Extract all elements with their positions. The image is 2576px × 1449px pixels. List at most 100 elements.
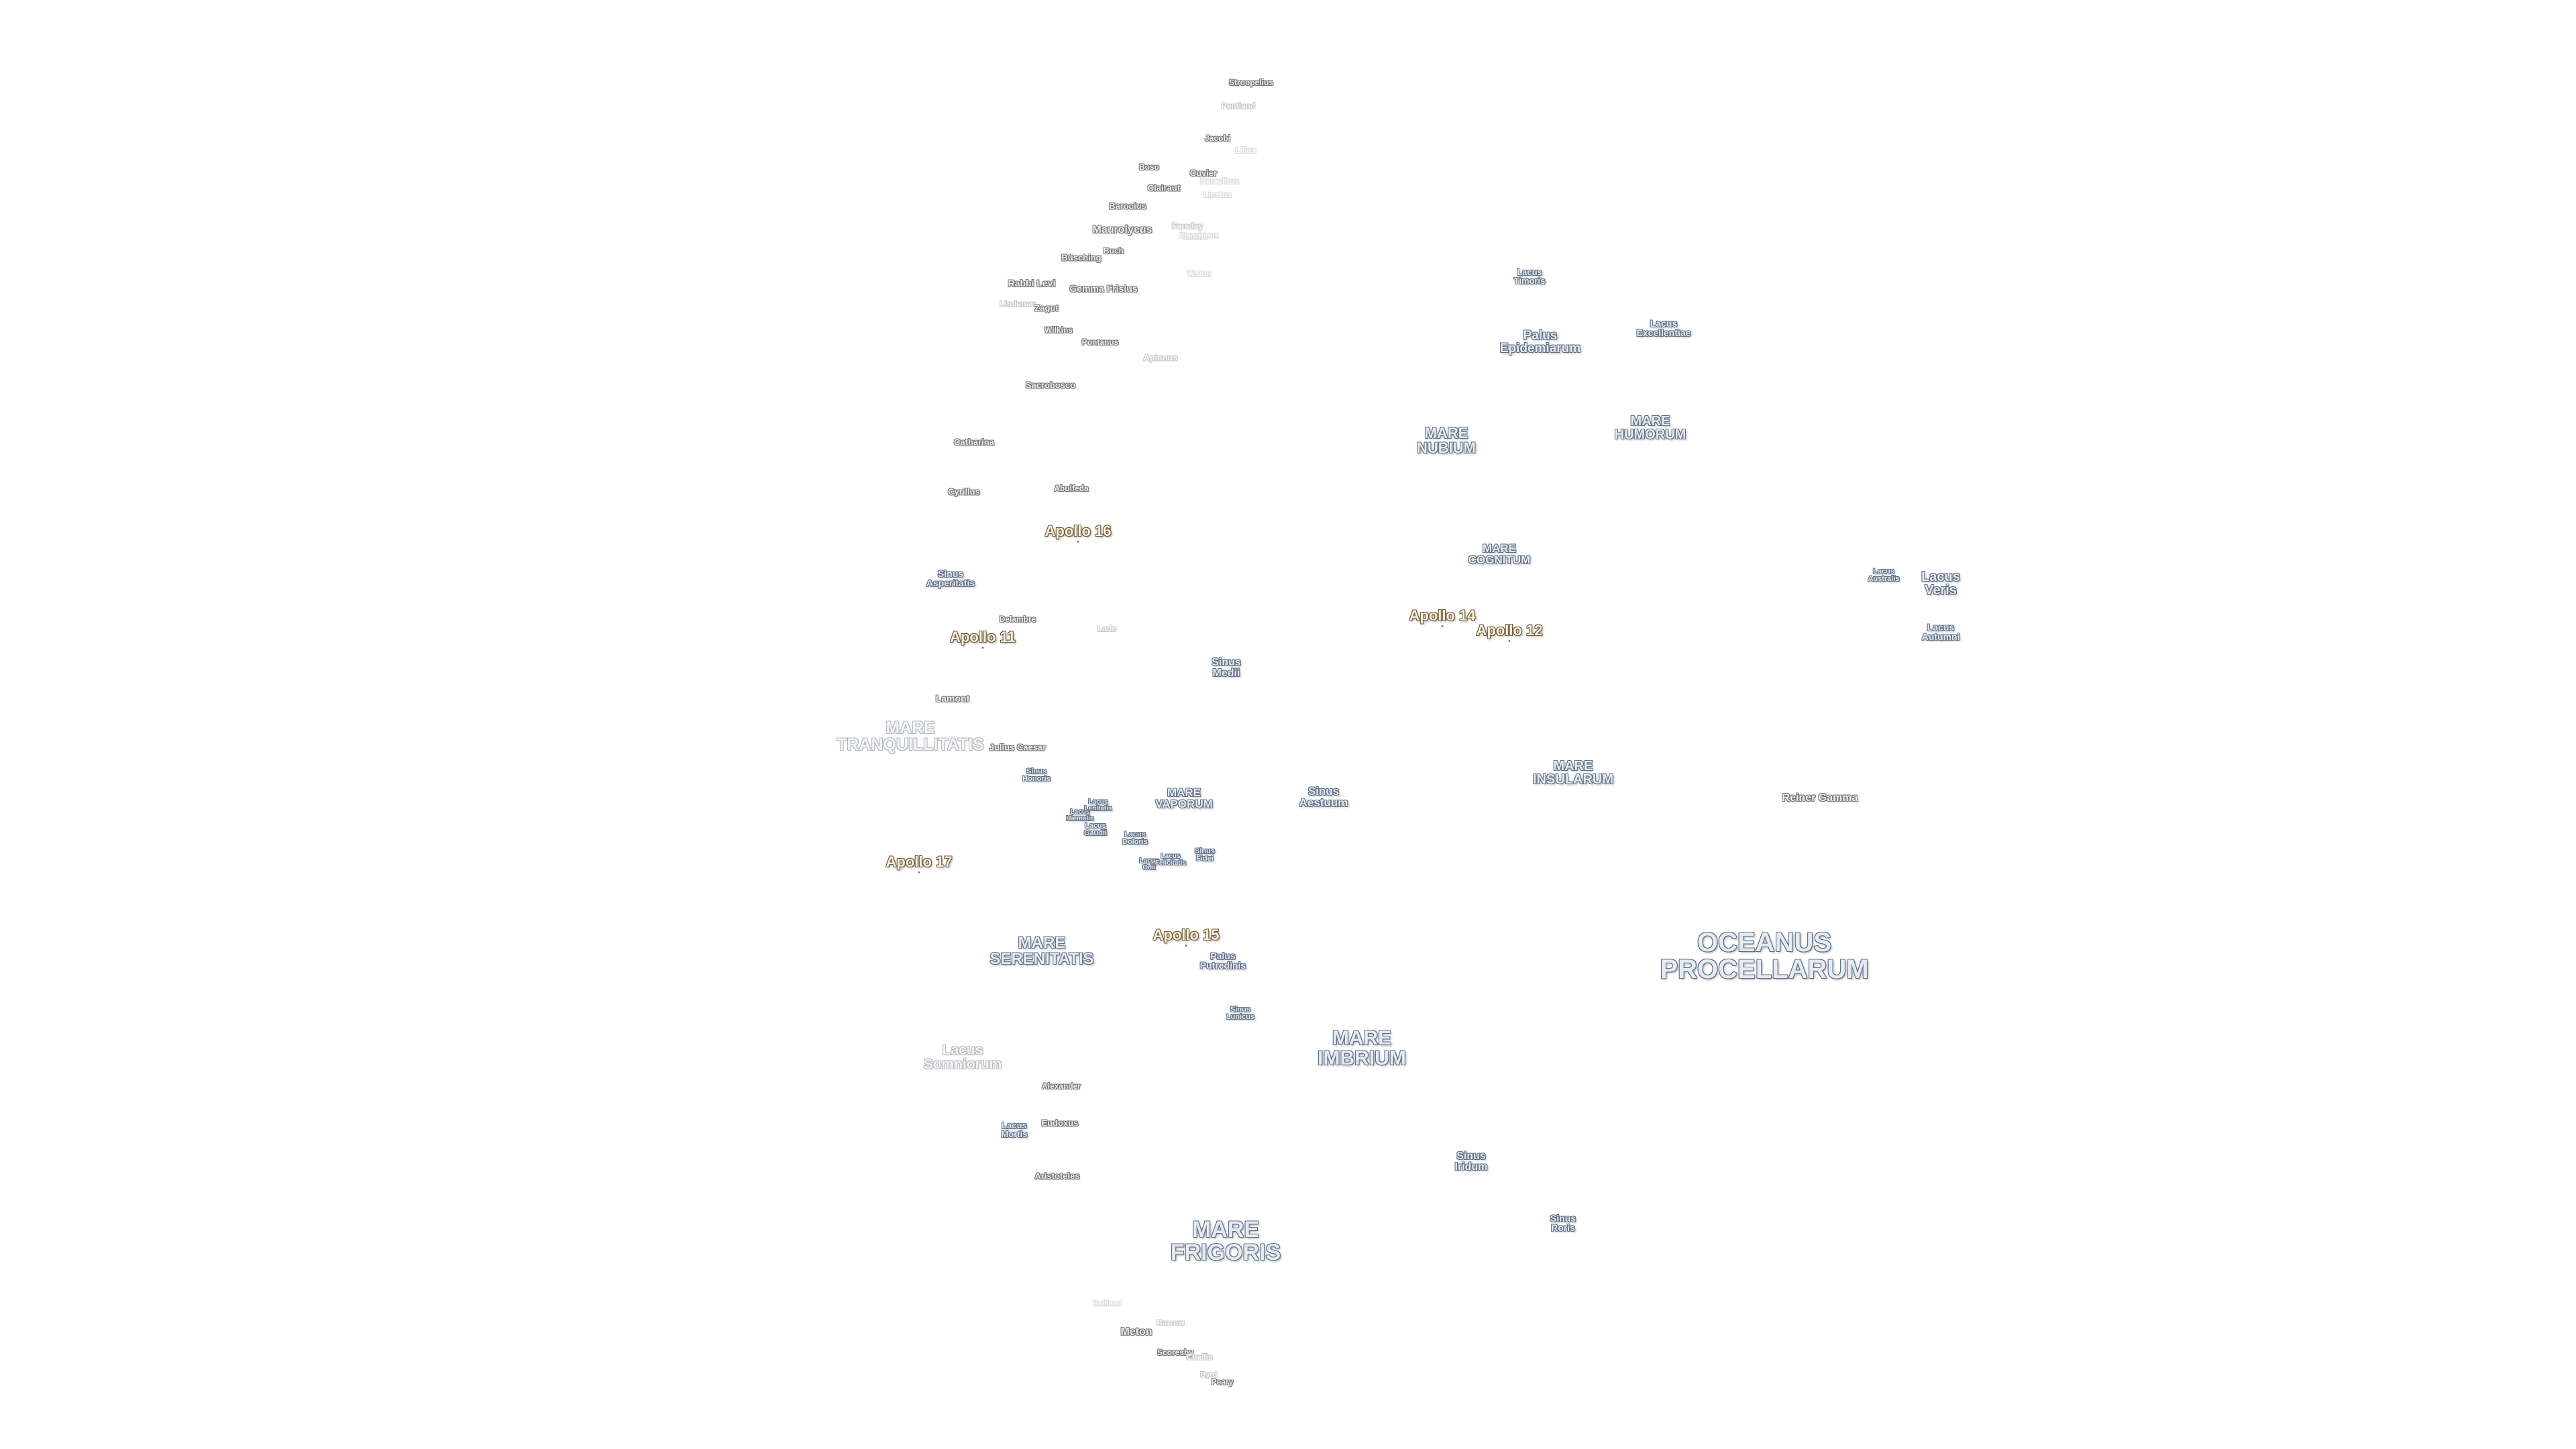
crater-label-pontanus[interactable]: Pontanus <box>1081 337 1119 347</box>
crater-label-gemma-frisius[interactable]: Gemma Frisius <box>1069 283 1138 294</box>
apollo-site-apollo-17[interactable]: Apollo 17 <box>885 853 953 870</box>
crater-label-jacobi[interactable]: Jacobi <box>1204 133 1231 143</box>
mare-label-line: Sinus <box>1550 1213 1576 1224</box>
crater-label-cuvier[interactable]: Cuvier <box>1189 168 1218 178</box>
apollo-site-apollo-14[interactable]: Apollo 14 <box>1409 607 1476 624</box>
crater-label-pentland[interactable]: Pentland <box>1221 101 1256 111</box>
crater-label-lade[interactable]: Lade <box>1097 624 1117 633</box>
crater-label-barrow[interactable]: Barrow <box>1157 1318 1185 1328</box>
apollo-site-apollo-15[interactable]: Apollo 15 <box>1152 926 1220 943</box>
apollo-site-apollo-12[interactable]: Apollo 12 <box>1476 622 1543 639</box>
crater-label-scoresby[interactable]: Scoresby <box>1157 1348 1194 1357</box>
crater-label-meton[interactable]: Meton <box>1120 1326 1152 1338</box>
crater-label-byrd[interactable]: Byrd <box>1200 1371 1218 1379</box>
crater-label-sacrobosco[interactable]: Sacrobosco <box>1025 380 1076 390</box>
crater-label-cyrillus[interactable]: Cyrillus <box>948 486 980 497</box>
crater-label-stroopelius[interactable]: Stroopelius <box>1228 78 1274 87</box>
crater-label-blanchinus[interactable]: Blanchinus <box>1179 231 1219 240</box>
crater-label-boso[interactable]: Boso <box>1139 162 1159 172</box>
mare-label-line: Asperitatis <box>926 578 975 588</box>
landing-site-marker-icon[interactable] <box>981 647 984 649</box>
crater-label-lindenau[interactable]: Lindenau <box>1000 299 1036 309</box>
crater-label-rabbi-levi[interactable]: Rabbi Levi <box>1008 278 1056 288</box>
apollo-site-apollo-11[interactable]: Apollo 11 <box>950 629 1016 645</box>
crater-label-baillaud[interactable]: Baillaud <box>1093 1299 1122 1308</box>
apollo-site-apollo-16[interactable]: Apollo 16 <box>1044 523 1112 539</box>
mare-label-line: MARE <box>1191 1217 1260 1242</box>
crater-label-zagut[interactable]: Zagut <box>1034 303 1059 313</box>
crater-label-abulfeda[interactable]: Abulfeda <box>1054 484 1089 493</box>
landing-site-marker-icon[interactable] <box>1441 625 1444 627</box>
crater-label-lamont[interactable]: Lamont <box>935 693 970 704</box>
crater-label-lilius[interactable]: Lilius <box>1235 146 1256 155</box>
crater-label-peary[interactable]: Peary <box>1211 1377 1234 1387</box>
landing-site-marker-icon[interactable] <box>1185 945 1187 947</box>
landing-site-marker-icon[interactable] <box>1077 541 1079 543</box>
crater-label-stofler[interactable]: Stöfler <box>1182 232 1209 241</box>
crater-label-delambre[interactable]: Delambre <box>999 614 1036 624</box>
crater-label-julius-caesar[interactable]: Julius Caesar <box>989 742 1046 753</box>
landing-site-marker-icon[interactable] <box>1508 640 1511 642</box>
mare-label-line: Putredinis <box>1199 960 1246 971</box>
crater-label-faraday[interactable]: Faraday <box>1171 221 1203 231</box>
crater-label-buch[interactable]: Buch <box>1104 246 1124 256</box>
crater-label-maurolycus[interactable]: Maurolycus <box>1092 224 1152 235</box>
crater-label-catharina[interactable]: Catharina <box>954 437 994 447</box>
crater-label-apianus[interactable]: Apianus <box>1143 352 1178 363</box>
crater-label-busching[interactable]: Büsching <box>1061 252 1102 263</box>
crater-label-licetus[interactable]: Licetus <box>1203 190 1232 199</box>
mare-label-line: NUBIUM <box>1417 439 1476 456</box>
mare-label-line: MARE <box>1167 786 1201 799</box>
crater-label-walter[interactable]: Walter <box>1187 269 1212 278</box>
crater-label-alexander[interactable]: Alexander <box>1041 1081 1081 1091</box>
mare-label-line: Sinus <box>1456 1150 1486 1162</box>
crater-label-eudoxus[interactable]: Eudoxus <box>1041 1118 1079 1128</box>
crater-label-heraclitus[interactable]: Heraclitus <box>1199 176 1240 186</box>
crater-label-aristoteles[interactable]: Aristoteles <box>1034 1171 1080 1181</box>
crater-label-reiner-gamma[interactable]: Reiner Gamma <box>1782 792 1858 804</box>
mare-label-line: Palus <box>1523 329 1558 343</box>
mare-label-line: VAPORUM <box>1155 798 1213 810</box>
crater-label-clairaut[interactable]: Clairaut <box>1147 182 1181 193</box>
crater-label-wilkins[interactable]: Wilkins <box>1044 325 1073 335</box>
mare-label-line: Sinus <box>1026 767 1046 775</box>
crater-label-barocius[interactable]: Barocius <box>1109 201 1146 211</box>
landing-site-marker-icon[interactable] <box>918 871 920 873</box>
crater-label-challis[interactable]: Challis <box>1186 1352 1213 1362</box>
mare-label-line: Fidei <box>1196 855 1214 863</box>
